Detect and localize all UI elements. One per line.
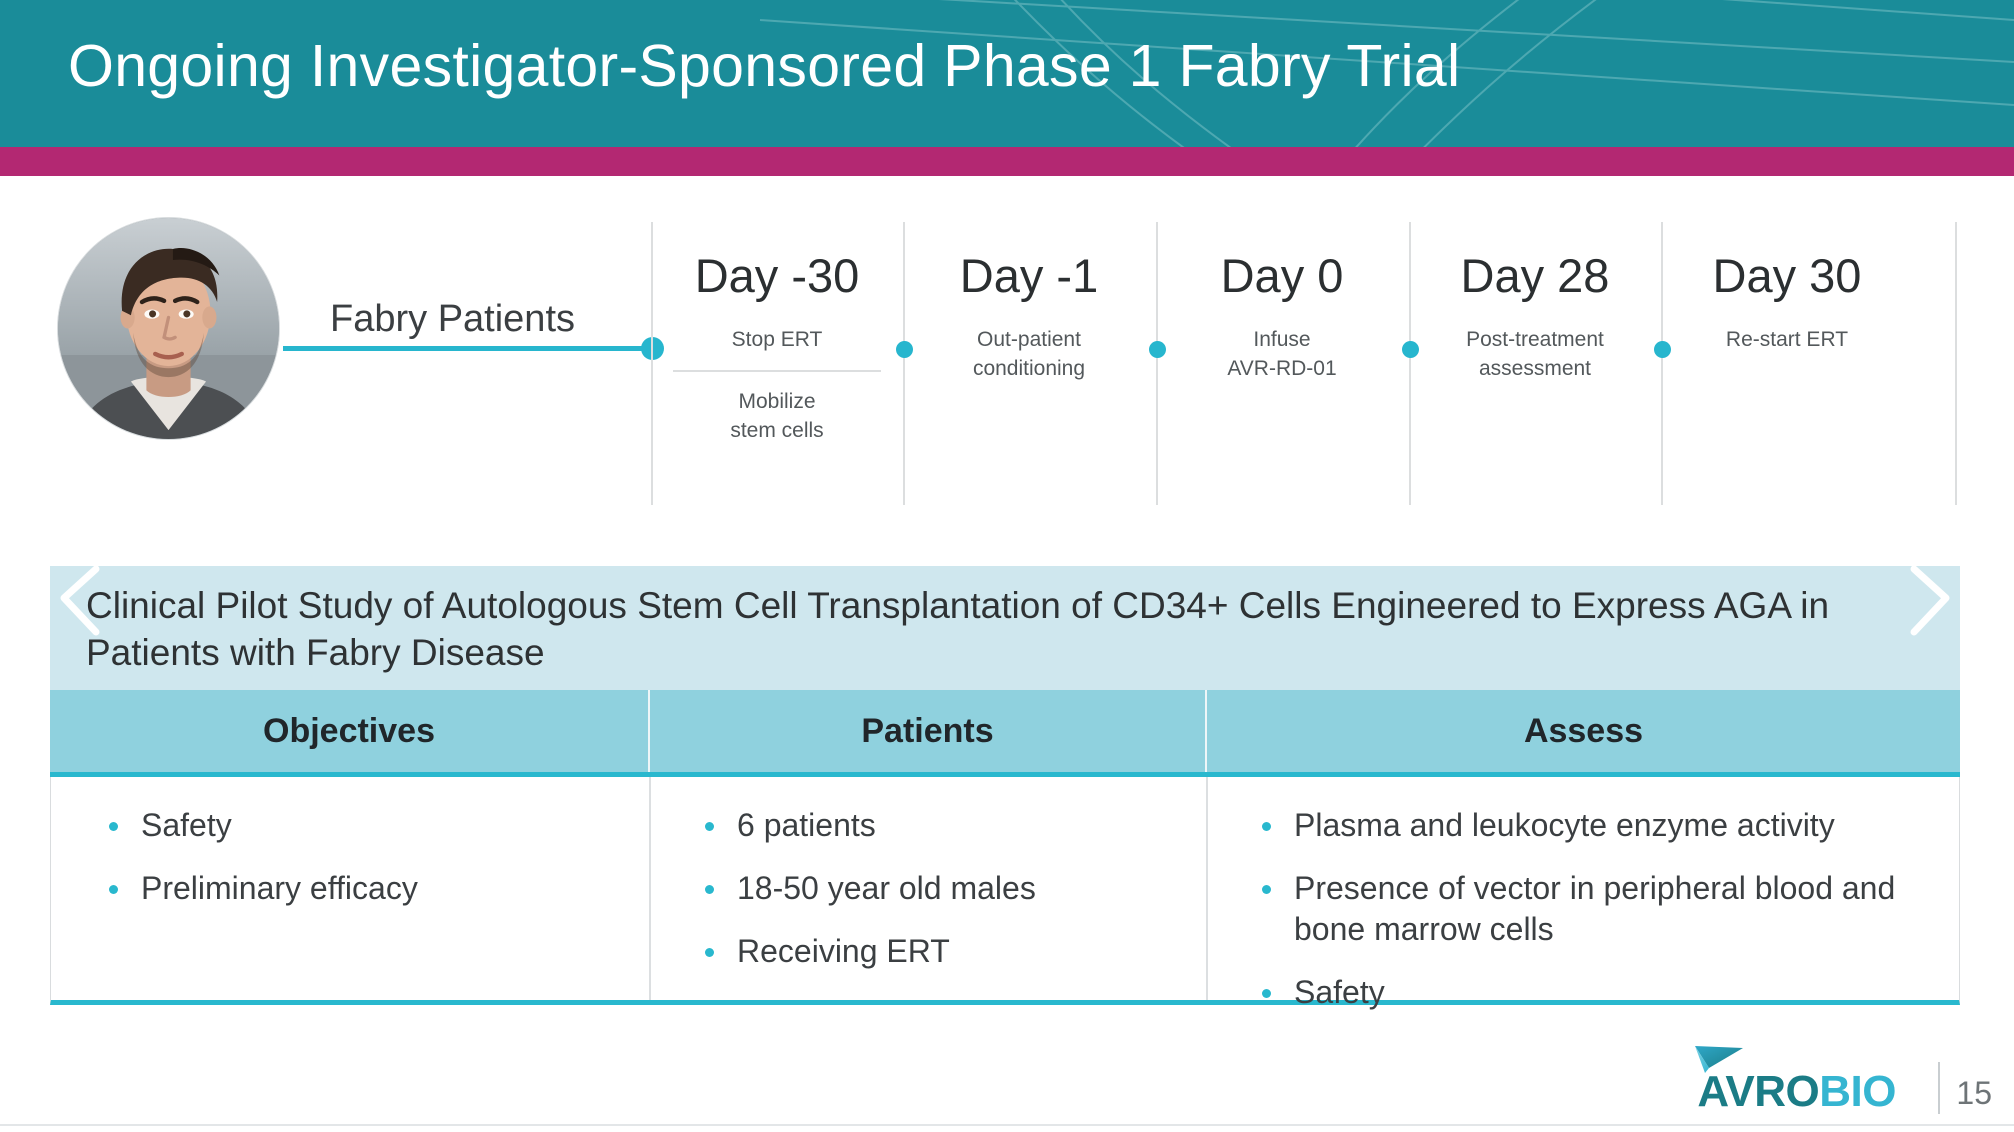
page-number-separator xyxy=(1938,1062,1940,1114)
page-title: Ongoing Investigator-Sponsored Phase 1 F… xyxy=(68,33,1461,99)
milestone-day-label: Day 28 xyxy=(1460,249,1610,302)
footer-divider xyxy=(0,1124,2014,1126)
milestone-inner-divider xyxy=(673,369,881,372)
milestone-sub-1: Stop ERT xyxy=(731,328,823,351)
timeline-milestone-day-minus-1: Day -1 Out-patient conditioning xyxy=(920,176,1138,383)
table-cell-objectives: Safety Preliminary efficacy xyxy=(51,777,651,1000)
timeline-milestone-day-28: Day 28 Post-treatment assessment xyxy=(1426,176,1644,383)
timeline-separator-2 xyxy=(903,222,905,505)
avrobio-logo: AVROBIO xyxy=(1695,1046,1896,1116)
milestone-day-label: Day 30 xyxy=(1712,249,1862,302)
timeline-dot-day-30 xyxy=(1654,341,1671,358)
milestone-sub-2-line-2: stem cells xyxy=(730,418,824,442)
logo-text-avro: AVRO xyxy=(1697,1067,1820,1116)
table-column-header-patients: Patients xyxy=(650,690,1207,772)
patient-avatar xyxy=(58,218,279,439)
table-cell-patients: 6 patients 18-50 year old males Receivin… xyxy=(651,777,1208,1000)
table-cell-assess: Plasma and leukocyte enzyme activity Pre… xyxy=(1208,777,1959,1010)
milestone-sub-line-2: assessment xyxy=(1478,356,1592,380)
list-item: 6 patients xyxy=(703,805,1206,846)
timeline-separator-6 xyxy=(1955,222,1957,505)
timeline-separator-5 xyxy=(1661,222,1663,505)
patients-list: 6 patients 18-50 year old males Receivin… xyxy=(703,805,1206,972)
milestone-day-label: Day 0 xyxy=(1220,249,1344,302)
table-column-header-assess: Assess xyxy=(1523,711,1644,750)
paper-plane-icon xyxy=(1695,1046,1744,1073)
timeline-connector-line xyxy=(283,346,651,351)
milestone-sub-line-1: Post-treatment xyxy=(1466,328,1604,351)
milestone-sub-line-2: conditioning xyxy=(972,356,1086,380)
milestone-sub-line-1: Re-start ERT xyxy=(1725,328,1849,351)
table-column-header-objectives: Objectives xyxy=(50,690,650,772)
milestone-day-label: Day -1 xyxy=(959,249,1099,302)
timeline-separator-1 xyxy=(651,222,653,505)
timeline-milestone-day-minus-30: Day -30 Stop ERT Mobilize stem cells xyxy=(668,176,886,445)
objectives-list: Safety Preliminary efficacy xyxy=(107,805,649,909)
table-body-row: Safety Preliminary efficacy 6 patients 1… xyxy=(50,777,1960,1010)
timeline-separator-3 xyxy=(1156,222,1158,505)
list-item: Safety xyxy=(107,805,649,846)
milestone-sub-2-line-1: Mobilize xyxy=(738,389,816,413)
list-item: 18-50 year old males xyxy=(703,868,1206,909)
logo-text-bio: BIO xyxy=(1819,1067,1896,1116)
study-title-ribbon: Clinical Pilot Study of Autologous Stem … xyxy=(50,566,1960,690)
page-number: 15 xyxy=(1956,1075,1992,1111)
trial-timeline: Fabry Patients Day -30 Stop ERT Mobilize… xyxy=(0,176,2014,556)
study-summary-table: Objectives Patients Assess Safety Prelim… xyxy=(50,690,1960,1010)
slide-header: Ongoing Investigator-Sponsored Phase 1 F… xyxy=(0,0,2014,147)
milestone-day-label: Day -30 xyxy=(694,249,860,302)
list-item: Plasma and leukocyte enzyme activity xyxy=(1260,805,1929,846)
table-header-row: Objectives Patients Assess xyxy=(50,690,1960,777)
fabry-patients-label: Fabry Patients xyxy=(330,298,575,340)
list-item: Safety xyxy=(1260,972,1929,1013)
accent-bar xyxy=(0,147,2014,176)
timeline-dot-day-28 xyxy=(1402,341,1419,358)
list-item: Presence of vector in peripheral blood a… xyxy=(1260,868,1929,950)
study-title-text: Clinical Pilot Study of Autologous Stem … xyxy=(86,585,1830,673)
list-item: Preliminary efficacy xyxy=(107,868,649,909)
milestone-sub-line-1: Infuse xyxy=(1253,328,1311,351)
assess-list: Plasma and leukocyte enzyme activity Pre… xyxy=(1260,805,1929,1013)
list-item: Receiving ERT xyxy=(703,931,1206,972)
timeline-dot-day-minus-1 xyxy=(896,341,913,358)
milestone-sub-line-2: AVR-RD-01 xyxy=(1227,356,1337,380)
timeline-dot-day-0 xyxy=(1149,341,1166,358)
milestone-sub-line-1: Out-patient xyxy=(977,328,1081,351)
timeline-separator-4 xyxy=(1409,222,1411,505)
header-decorative-lines xyxy=(759,0,2014,147)
timeline-milestone-day-30: Day 30 Re-start ERT xyxy=(1678,176,1896,354)
timeline-milestone-day-0: Day 0 Infuse AVR-RD-01 xyxy=(1173,176,1391,383)
avatar-portrait-icon xyxy=(58,218,279,439)
